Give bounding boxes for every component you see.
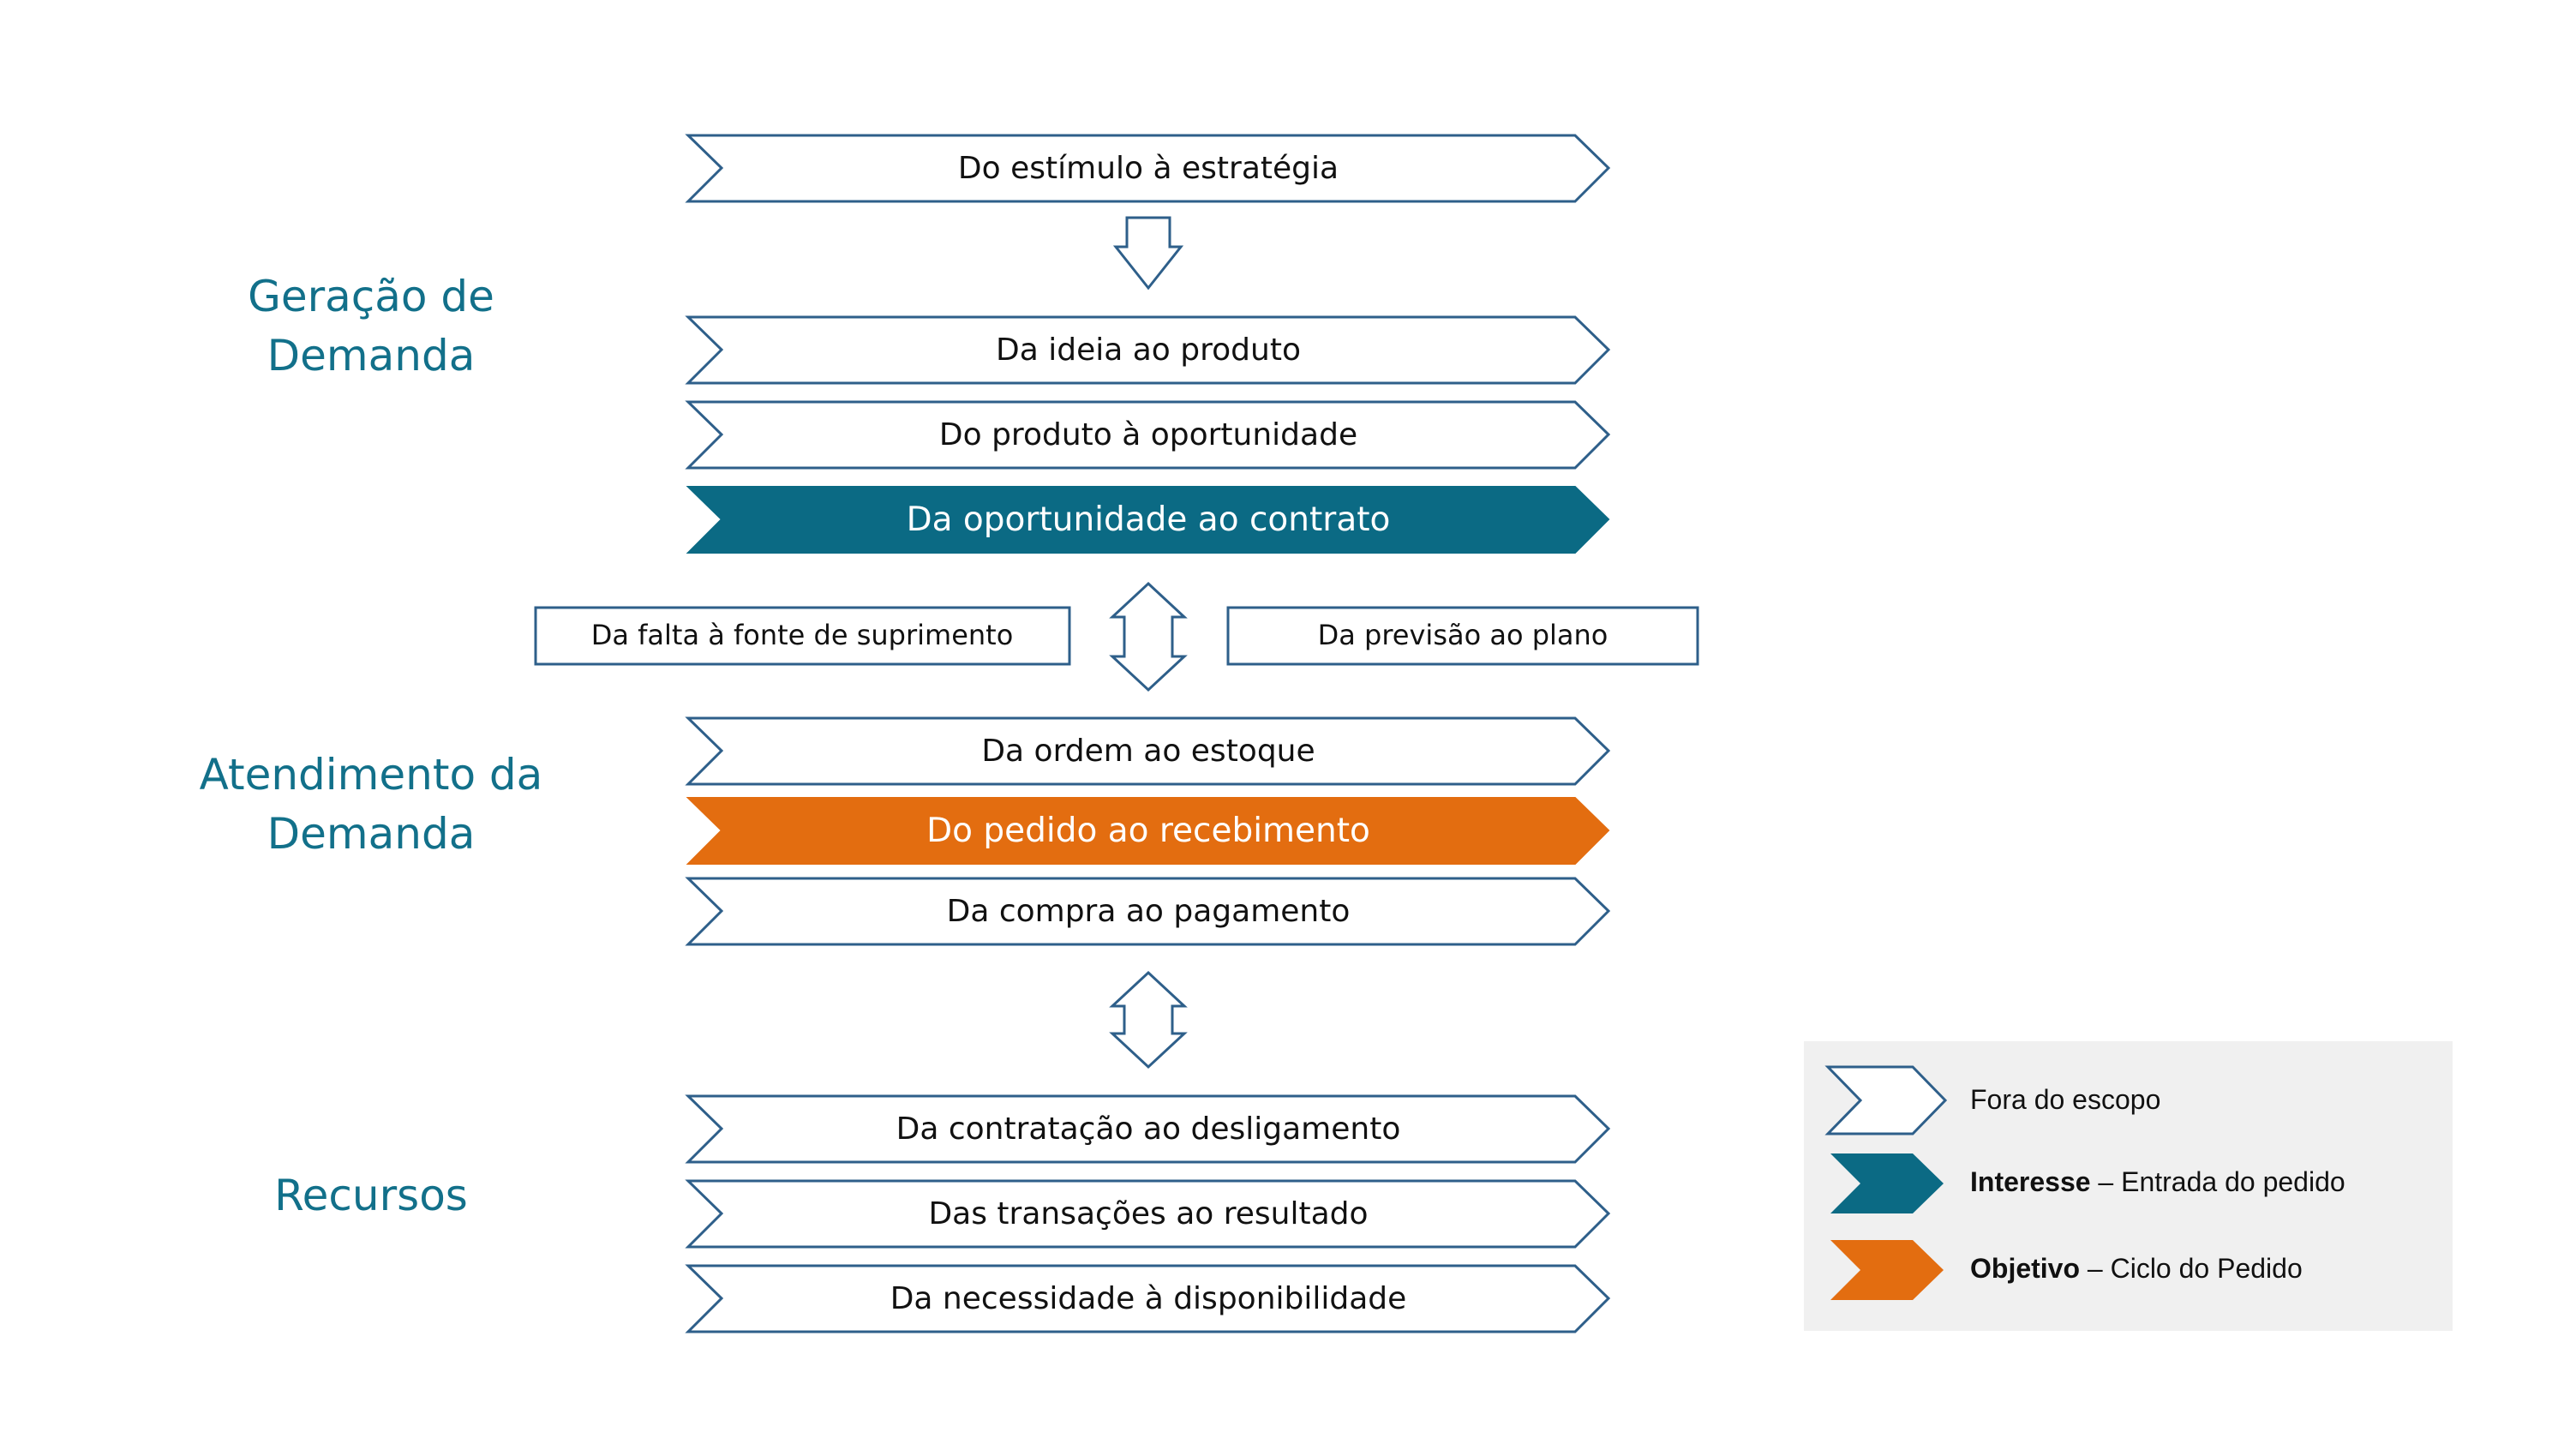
section-resources: Recursos	[274, 1171, 468, 1220]
chevron-idea: Da ideia ao produto	[685, 315, 1611, 385]
chevron-need-label: Da necessidade à disponibilidade	[890, 1281, 1407, 1316]
chevron-purchase-label: Da compra ao pagamento	[947, 894, 1351, 929]
chevron-hiring: Da contratação ao desligamento	[685, 1094, 1611, 1164]
section-fulfillment-line1: Atendimento da	[200, 750, 543, 800]
chevron-strategy: Do estímulo à estratégia	[685, 134, 1611, 203]
legend-objective-bold: Objetivo	[1970, 1253, 2080, 1284]
down-arrow-icon	[1112, 216, 1184, 291]
chevron-opportunity-label: Da oportunidade ao contrato	[907, 500, 1391, 539]
legend-objective-rest: – Ciclo do Pedido	[2080, 1253, 2303, 1284]
section-generation-line2: Demanda	[267, 331, 476, 380]
chevron-transactions-label: Das transações ao resultado	[928, 1196, 1368, 1231]
chevron-product: Do produto à oportunidade	[685, 400, 1611, 470]
legend-out-of-scope-label: Fora do escopo	[1970, 1084, 2160, 1115]
chevron-product-label: Do produto à oportunidade	[939, 417, 1357, 452]
legend-interest-bold: Interesse	[1970, 1166, 2091, 1197]
chevron-opportunity: Da oportunidade ao contrato	[686, 486, 1610, 554]
legend: Fora do escopo Interesse – Entrada do pe…	[1804, 1041, 2453, 1331]
chevron-transactions: Das transações ao resultado	[685, 1179, 1611, 1249]
side-box-supply: Da falta à fonte de suprimento	[534, 606, 1071, 666]
side-box-forecast-label: Da previsão ao plano	[1318, 619, 1608, 651]
legend-objective-label: Objetivo – Ciclo do Pedido	[1970, 1253, 2303, 1284]
chevron-strategy-label: Do estímulo à estratégia	[958, 151, 1339, 186]
legend-objective-chevron-icon	[1830, 1240, 1944, 1300]
chevron-order: Da ordem ao estoque	[685, 716, 1611, 786]
double-arrow-icon	[1109, 581, 1188, 692]
legend-out-of-scope-chevron-icon	[1824, 1065, 1948, 1135]
section-fulfillment-line2: Demanda	[267, 809, 476, 859]
double-arrow-icon	[1109, 970, 1188, 1070]
chevron-request: Do pedido ao recebimento	[686, 797, 1610, 865]
chevron-need: Da necessidade à disponibilidade	[685, 1264, 1611, 1333]
legend-interest-rest: – Entrada do pedido	[2091, 1166, 2345, 1197]
chevron-hiring-label: Da contratação ao desligamento	[896, 1111, 1401, 1147]
chevron-idea-label: Da ideia ao produto	[996, 333, 1301, 368]
legend-interest-chevron-icon	[1830, 1153, 1944, 1213]
chevron-purchase: Da compra ao pagamento	[685, 877, 1611, 946]
side-box-supply-label: Da falta à fonte de suprimento	[591, 619, 1014, 651]
side-box-forecast: Da previsão ao plano	[1226, 606, 1699, 666]
chevron-request-label: Do pedido ao recebimento	[926, 812, 1370, 850]
section-generation-line1: Geração de	[248, 272, 494, 321]
chevron-order-label: Da ordem ao estoque	[981, 734, 1315, 769]
legend-interest-label: Interesse – Entrada do pedido	[1970, 1166, 2345, 1197]
